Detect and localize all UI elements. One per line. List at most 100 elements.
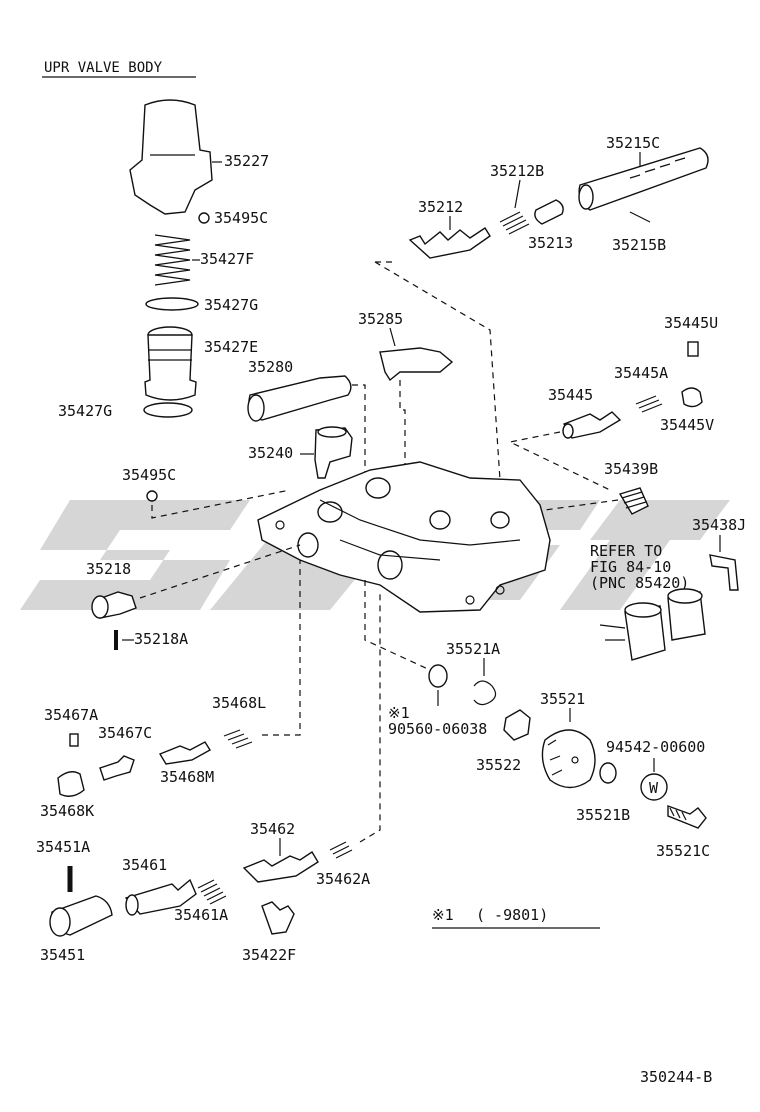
- label-35445A: 35445A: [614, 364, 668, 382]
- label-35218: 35218: [86, 560, 131, 578]
- label-35212B: 35212B: [490, 162, 544, 180]
- part-35427E-piston: [144, 326, 197, 401]
- label-35468K: 35468K: [40, 802, 94, 820]
- part-90560-washer: [428, 664, 448, 688]
- label-35240: 35240: [248, 444, 293, 462]
- refer-note-line3: (PNC 85420): [590, 574, 689, 592]
- diagram-title: UPR VALVE BODY: [44, 60, 163, 76]
- assembly-line-plunger: [352, 384, 366, 480]
- part-35468M-valve: [158, 741, 211, 765]
- part-35285-bracket: [379, 347, 454, 382]
- part-35212B-spring: [499, 211, 530, 235]
- label-35445V: 35445V: [660, 416, 714, 434]
- label-35462A: 35462A: [316, 870, 370, 888]
- washer-symbol: W: [649, 779, 659, 797]
- part-35495C-ball: [146, 490, 158, 502]
- label-35468L: 35468L: [212, 694, 266, 712]
- part-35215C-sleeve: [578, 147, 709, 211]
- label-35427G-bottom: 35427G: [58, 402, 112, 420]
- part-35451-sleeve: [49, 895, 113, 937]
- label-35427E: 35427E: [204, 338, 258, 356]
- assembly-line-washer: [364, 580, 431, 671]
- part-35427F-spring: [154, 234, 191, 286]
- part-35445V-plug: [681, 387, 703, 408]
- label-35227: 35227: [224, 152, 269, 170]
- part-35212-valve: [408, 227, 491, 259]
- label-90560-06038: 90560-06038: [388, 720, 487, 738]
- assembly-line-35445: [508, 431, 611, 491]
- label-35212: 35212: [418, 198, 463, 216]
- part-35521B-washer: [599, 762, 617, 784]
- part-35468L-spring: [223, 729, 253, 749]
- assembly-line-35439B: [544, 499, 619, 511]
- label-35213: 35213: [528, 234, 573, 252]
- part-35521A-spring: [473, 680, 497, 706]
- referenced-solenoid-assembly: [599, 588, 706, 661]
- label-35427F: 35427F: [200, 250, 254, 268]
- label-35521: 35521: [540, 690, 585, 708]
- part-35521-detent-plate: [541, 729, 596, 789]
- label-94542-00600: 94542-00600: [606, 738, 705, 756]
- part-35445-valve: [562, 411, 622, 439]
- part-35213-plug: [534, 199, 564, 225]
- part-35439B-screw: [618, 487, 649, 515]
- part-35467C-valve: [99, 755, 135, 781]
- washer-symbol-circle: [640, 773, 668, 801]
- label-35427G-top: 35427G: [204, 296, 258, 314]
- part-valve-body-casting: [257, 461, 551, 613]
- label-35451A: 35451A: [36, 838, 90, 856]
- part-35422F-clip: [261, 901, 295, 935]
- label-35521B: 35521B: [576, 806, 630, 824]
- label-35521C: 35521C: [656, 842, 710, 860]
- label-35467A: 35467A: [44, 706, 98, 724]
- footnote-mark-90560: ※1: [388, 704, 410, 722]
- part-35445A-spring: [635, 395, 663, 413]
- label-35461A: 35461A: [174, 906, 228, 924]
- assembly-line-35462: [359, 590, 381, 843]
- part-35280-plunger: [247, 375, 352, 422]
- label-35495C-mid: 35495C: [122, 466, 176, 484]
- label-35280: 35280: [248, 358, 293, 376]
- label-35468M: 35468M: [160, 768, 214, 786]
- label-35522: 35522: [476, 756, 521, 774]
- part-35427G-top-ring: [145, 297, 199, 311]
- label-35422F: 35422F: [242, 946, 296, 964]
- label-35215C: 35215C: [606, 134, 660, 152]
- refer-note-line2: FIG 84-10: [590, 558, 671, 576]
- footnote-mark: ※1: [432, 906, 454, 924]
- part-35215B-pin: [629, 211, 651, 223]
- leader-35285: [389, 327, 396, 347]
- part-35218-plug: [91, 591, 137, 619]
- label-35461: 35461: [122, 856, 167, 874]
- label-35462: 35462: [250, 820, 295, 838]
- label-35451: 35451: [40, 946, 85, 964]
- label-35445: 35445: [548, 386, 593, 404]
- label-35495C-top: 35495C: [214, 209, 268, 227]
- part-35467A-pin: [69, 733, 79, 747]
- figure-code: 350244-B: [640, 1068, 712, 1086]
- footnote-range: ( -9801): [476, 906, 548, 924]
- part-35462-valve: [242, 851, 319, 883]
- part-35462A-spring: [329, 841, 353, 859]
- part-35427G-bottom-ring: [143, 402, 193, 418]
- assembly-line-35468: [262, 560, 301, 736]
- label-35521A: 35521A: [446, 640, 500, 658]
- part-35468K-plug: [57, 771, 85, 797]
- part-35495C-oring: [198, 212, 210, 224]
- part-35240-solenoid: [314, 426, 353, 479]
- part-35438J-clip: [709, 554, 739, 591]
- assembly-line-valve: [374, 261, 501, 481]
- label-35215B: 35215B: [612, 236, 666, 254]
- label-35439B: 35439B: [604, 460, 658, 478]
- label-35445U: 35445U: [664, 314, 718, 332]
- refer-note-line1: REFER TO: [590, 542, 662, 560]
- part-35445U-plug: [687, 341, 699, 357]
- part-35521C-bolt: [667, 805, 707, 829]
- leader-35212B: [514, 179, 521, 209]
- label-35285: 35285: [358, 310, 403, 328]
- part-35522-roller: [503, 709, 531, 741]
- part-35461A-spring: [197, 879, 227, 905]
- part-35227-cover: [129, 99, 213, 215]
